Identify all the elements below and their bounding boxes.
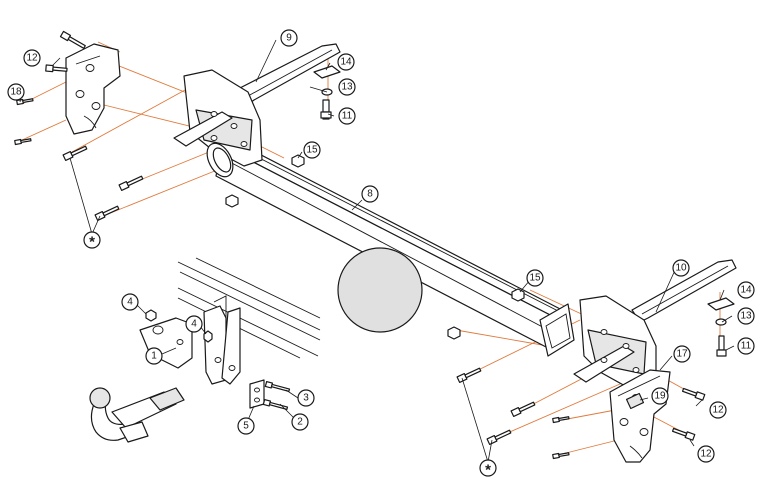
callout-label: 12 — [26, 53, 38, 64]
callout-4-right: 4 — [185, 315, 203, 333]
callout-label: 2 — [297, 417, 303, 428]
cross-bar — [215, 139, 567, 349]
callout-label: 15 — [529, 273, 541, 284]
callout-15-top: 15 — [303, 141, 321, 159]
callout-18: 18 — [7, 83, 25, 101]
callout-label: 15 — [306, 145, 318, 156]
callout-label: 12 — [700, 449, 712, 460]
callout-12-right-top: 12 — [709, 401, 727, 419]
vehicle-chassis-rails — [177, 257, 321, 359]
callout-5: 5 — [237, 417, 255, 435]
callout-14-top: 14 — [337, 53, 355, 71]
callout-label: 3 — [303, 393, 309, 404]
star-marker-right: * — [479, 459, 497, 479]
callout-13-top: 13 — [338, 78, 356, 96]
callout-label: 1 — [151, 351, 157, 362]
callout-label: 19 — [654, 391, 666, 402]
callout-13-bottom: 13 — [737, 307, 755, 325]
callout-14-bottom: 14 — [737, 281, 755, 299]
callout-12-right-bottom: 12 — [697, 445, 715, 463]
callout-label: 13 — [740, 311, 752, 322]
callout-4-left: 4 — [121, 293, 139, 311]
left-mounting-plate — [65, 43, 121, 135]
callout-11-top: 11 — [338, 107, 356, 125]
callout-label: 4 — [191, 319, 197, 330]
callout-label: 18 — [10, 87, 22, 98]
reference-ball — [337, 247, 423, 333]
callouts: 9 10 8 12 18 14 13 11 15 15 14 13 11 17 … — [7, 29, 755, 479]
callout-label: 13 — [341, 82, 353, 93]
callout-2: 2 — [291, 413, 309, 431]
callout-label: 11 — [741, 341, 752, 352]
callout-19: 19 — [651, 387, 669, 405]
bolts — [14, 30, 727, 460]
star-label: * — [485, 462, 491, 479]
callout-12-left: 12 — [23, 49, 41, 67]
callout-1: 1 — [145, 347, 163, 365]
callout-label: 5 — [243, 421, 249, 432]
callout-15-bottom: 15 — [526, 269, 544, 287]
callout-label: 17 — [676, 349, 688, 360]
callout-3: 3 — [297, 389, 315, 407]
callout-label: 14 — [740, 285, 752, 296]
right-side-bracket — [539, 259, 737, 393]
callout-label: 11 — [342, 111, 353, 122]
right-mounting-plate — [609, 369, 671, 463]
star-marker-left: * — [83, 231, 101, 251]
callout-label: 9 — [286, 33, 292, 44]
callout-17: 17 — [673, 345, 691, 363]
star-label: * — [89, 234, 95, 251]
callout-label: 12 — [712, 405, 724, 416]
callout-label: 14 — [340, 57, 352, 68]
callout-8: 8 — [361, 185, 379, 203]
callout-11-bottom: 11 — [737, 337, 755, 355]
callout-label: 10 — [675, 263, 687, 274]
left-side-bracket — [173, 43, 341, 178]
callout-label: 8 — [367, 189, 373, 200]
callout-label: 4 — [127, 297, 133, 308]
tow-ball-hitch — [89, 387, 185, 443]
callout-10: 10 — [672, 259, 690, 277]
leader-lines — [19, 39, 735, 463]
callout-9: 9 — [280, 29, 298, 47]
